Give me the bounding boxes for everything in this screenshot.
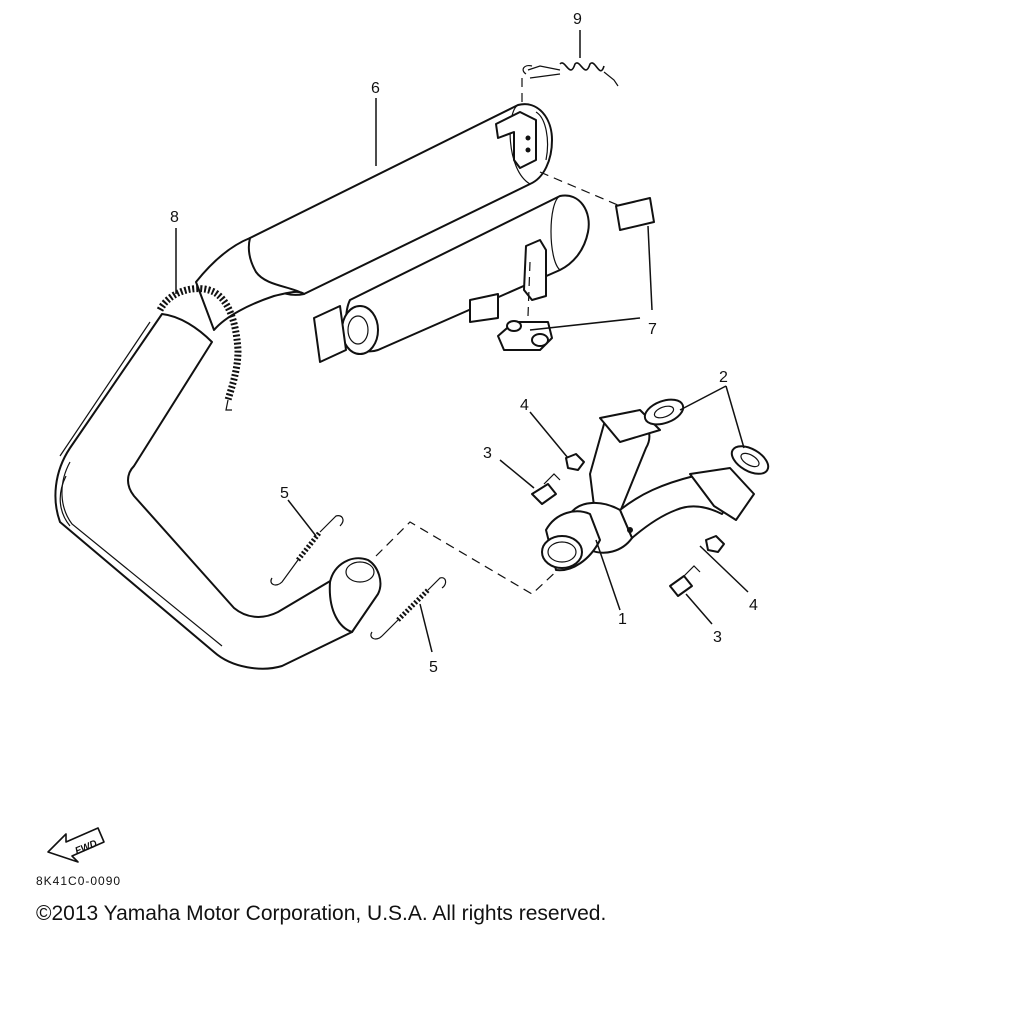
callout-4-left: 4: [520, 397, 529, 414]
part-9-spring: [522, 62, 619, 87]
callout-8: 8: [170, 209, 179, 226]
callout-4-right: 4: [749, 597, 758, 614]
part-7-dampers: [497, 171, 655, 351]
part-8-coil-wrap: [156, 285, 242, 411]
part-1-y-pipe: [541, 409, 755, 572]
part-5-spring-lower: [370, 577, 447, 640]
callout-2: 2: [719, 369, 728, 386]
leader-lines: [175, 30, 749, 653]
callout-1: 1: [618, 611, 627, 628]
copyright-notice: ©2013 Yamaha Motor Corporation, U.S.A. A…: [36, 902, 607, 925]
fwd-arrow-icon: FWD: [47, 827, 105, 863]
callout-7: 7: [648, 321, 657, 338]
callout-5-upper: 5: [280, 485, 289, 502]
lower-muffler: [313, 194, 590, 363]
callout-6: 6: [371, 80, 380, 97]
callout-3-right: 3: [713, 629, 722, 646]
callout-5-lower: 5: [429, 659, 438, 676]
part-2-gaskets: [643, 398, 770, 475]
exhaust-pipe: [54, 313, 382, 670]
callout-3-left: 3: [483, 445, 492, 462]
pipe-connection-dash: [375, 521, 563, 595]
callout-9: 9: [573, 11, 582, 28]
part-4-nuts: [565, 453, 725, 553]
part-3-bolts: [531, 473, 701, 597]
part-6-muffler: [195, 103, 553, 331]
part-5-spring-upper: [270, 515, 344, 586]
diagram-code: 8K41C0-0090: [36, 874, 121, 888]
